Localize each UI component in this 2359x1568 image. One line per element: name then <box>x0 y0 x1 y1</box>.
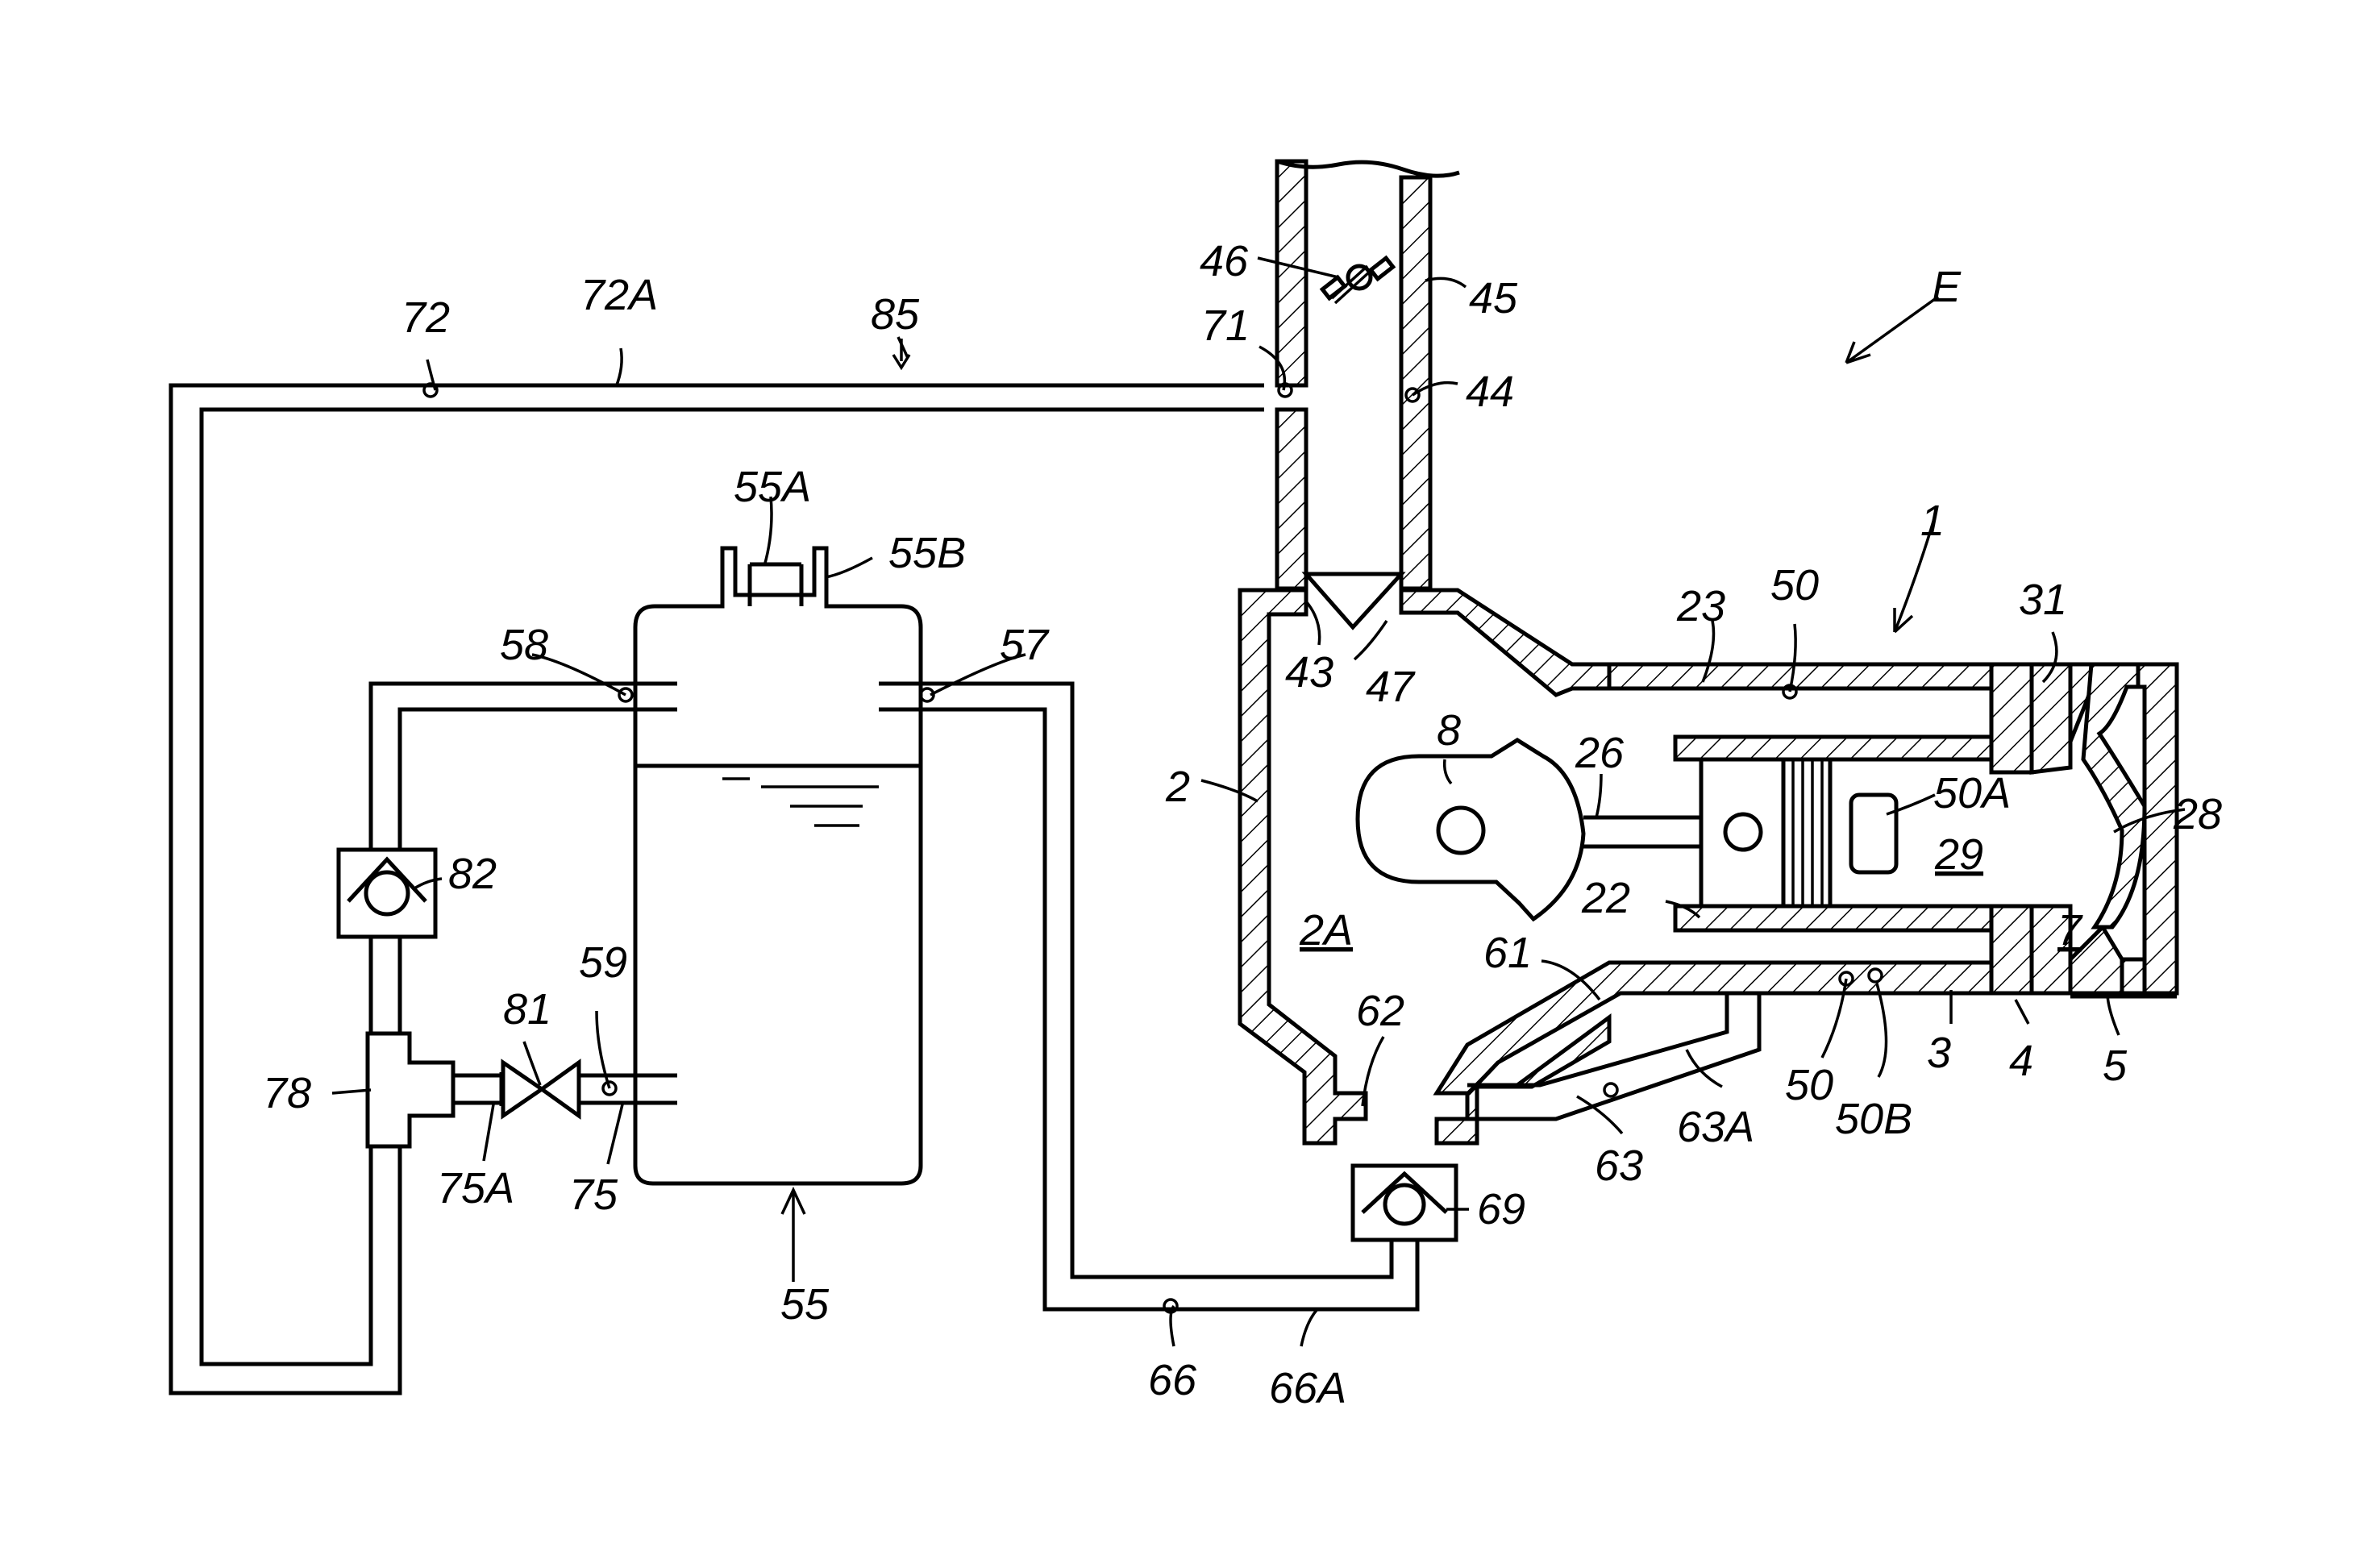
label-46: 46 <box>1200 237 1249 285</box>
label-81: 81 <box>503 985 551 1034</box>
label-43: 43 <box>1285 648 1333 697</box>
intake-pipe-45 <box>1277 161 1459 589</box>
tank-55 <box>632 548 921 1183</box>
label-75: 75 <box>569 1171 618 1219</box>
label-31: 31 <box>2019 576 2067 624</box>
label-29: 29 <box>1934 830 1983 879</box>
label-50B: 50B <box>1835 1095 1912 1143</box>
label-58: 58 <box>500 621 548 669</box>
label-55: 55 <box>780 1280 830 1329</box>
label-63: 63 <box>1595 1142 1643 1190</box>
label-44: 44 <box>1466 368 1514 416</box>
label-72: 72 <box>401 293 450 342</box>
label-50-bottom: 50 <box>1785 1061 1833 1109</box>
label-69: 69 <box>1477 1185 1525 1233</box>
label-50-top: 50 <box>1770 561 1819 609</box>
label-75A: 75A <box>437 1164 514 1212</box>
label-7: 7 <box>2057 906 2083 955</box>
label-78: 78 <box>263 1069 311 1117</box>
label-45: 45 <box>1469 274 1518 322</box>
label-3: 3 <box>1927 1029 1951 1077</box>
label-1: 1 <box>1920 497 1945 545</box>
pipe-72 <box>171 385 1264 1393</box>
label-2A: 2A <box>1299 906 1353 955</box>
label-63A: 63A <box>1677 1103 1754 1151</box>
label-66: 66 <box>1148 1356 1197 1404</box>
label-85: 85 <box>871 290 920 339</box>
label-5: 5 <box>2103 1042 2128 1090</box>
label-28: 28 <box>2173 790 2222 838</box>
label-23: 23 <box>1676 582 1725 630</box>
label-61: 61 <box>1483 929 1532 977</box>
label-66A: 66A <box>1269 1364 1346 1412</box>
label-72A: 72A <box>580 271 658 319</box>
label-57: 57 <box>1000 621 1050 669</box>
cylinder-block <box>1991 664 2177 996</box>
label-55B: 55B <box>888 529 966 577</box>
label-8: 8 <box>1437 706 1461 755</box>
label-47: 47 <box>1366 663 1416 711</box>
label-50A: 50A <box>1933 769 2011 817</box>
label-22: 22 <box>1581 874 1630 922</box>
reed-valve-47 <box>1306 574 1401 627</box>
label-2: 2 <box>1165 763 1190 811</box>
tee-78 <box>368 1034 453 1146</box>
label-82: 82 <box>448 850 497 898</box>
label-71: 71 <box>1201 302 1250 350</box>
crankcase-2 <box>1240 590 2032 1143</box>
label-62: 62 <box>1356 987 1404 1035</box>
label-55A: 55A <box>734 463 811 511</box>
check-valve-69 <box>1353 1166 1456 1240</box>
label-4: 4 <box>2009 1037 2033 1085</box>
label-26: 26 <box>1575 729 1625 777</box>
check-valve-82 <box>339 850 435 937</box>
crank-8 <box>1358 740 1701 919</box>
label-E: E <box>1932 263 1962 311</box>
label-59: 59 <box>579 938 627 987</box>
valve-81 <box>503 1063 579 1116</box>
